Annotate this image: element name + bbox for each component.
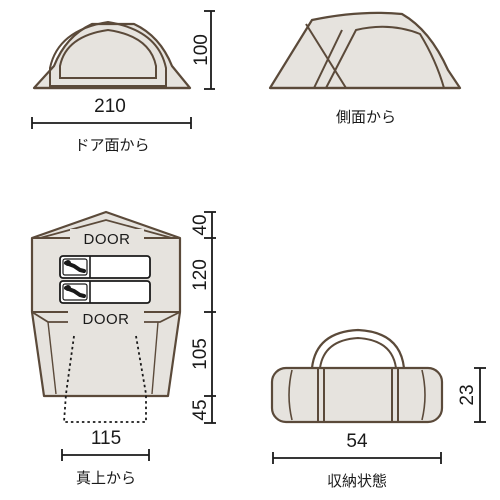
top-view-door-label-top: DOOR (84, 231, 131, 248)
side-view: 側面から (268, 11, 462, 126)
top-view-depth-label-2: 120 (190, 259, 211, 291)
packed-bag-body (270, 366, 444, 424)
sleeping-bag-1 (59, 255, 151, 279)
side-view-tent-outline (268, 11, 462, 90)
top-view-door-label-bottom-bg (68, 309, 144, 327)
door-view-caption: ドア面から (74, 137, 149, 154)
door-view: 100 210 ドア面から (31, 10, 215, 154)
packed-height-label: 23 (457, 384, 478, 405)
top-view-caption: 真上から (76, 469, 136, 487)
side-view-inner-panel (325, 25, 445, 89)
top-view-depth-label-1: 40 (190, 214, 211, 235)
packed-bag-handle-inner (319, 336, 397, 369)
top-view-dotted-vestibule (63, 335, 147, 423)
top-view-door-label-bottom: DOOR (83, 311, 130, 328)
packed-bag-end-right (421, 369, 426, 421)
top-view: DOOR DOOR 40 120 105 45 (30, 210, 216, 487)
door-view-door-panel-outer (49, 20, 167, 87)
door-view-height-label: 100 (191, 34, 212, 66)
packed-bag-handle-outer (310, 328, 406, 369)
sleeping-bag-2 (59, 280, 151, 304)
packed-width-label: 54 (346, 431, 368, 452)
top-view-depth-label-4: 45 (190, 399, 211, 420)
top-view-width-label: 115 (91, 428, 121, 449)
door-view-door-panel-inner (59, 28, 157, 79)
side-view-caption: 側面から (336, 109, 396, 126)
side-view-pole-a (305, 23, 347, 89)
top-view-depth-label-3: 105 (190, 338, 211, 370)
packed-bag-end-left (288, 369, 293, 421)
top-view-divider-left (47, 321, 57, 395)
packed-view: 23 54 収納状態 (270, 328, 486, 490)
door-view-width-label: 210 (94, 96, 126, 117)
side-view-pole-b (313, 29, 343, 89)
top-view-vestibule-front (39, 219, 173, 239)
top-view-divider-right (151, 321, 159, 395)
top-view-door-label-top-bg (70, 229, 144, 247)
packed-caption: 収納状態 (327, 473, 387, 490)
